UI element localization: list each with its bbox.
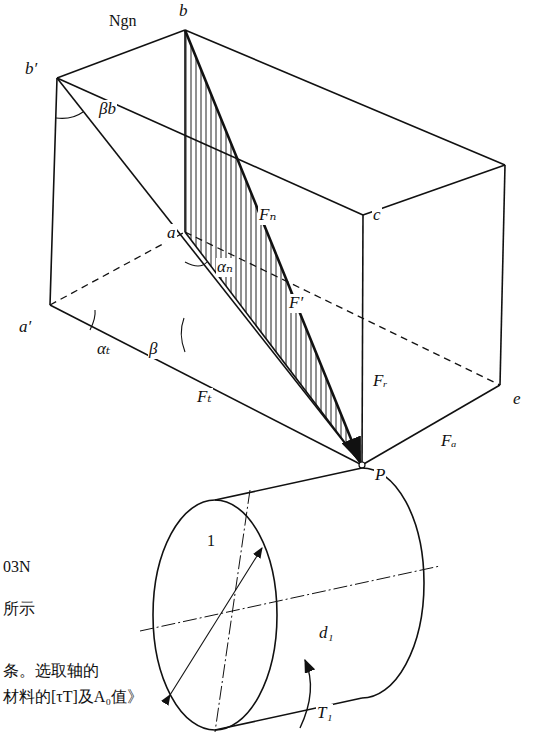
figure-label: Ngn xyxy=(108,12,138,30)
figure-label: c xyxy=(372,206,382,225)
figure-label: d₁ xyxy=(318,624,334,643)
figure-label: βb xyxy=(98,100,117,119)
figure-label: b′ xyxy=(24,60,38,79)
figure-label: αₜ xyxy=(96,340,111,359)
figure-label: 材料的[τT]及A₀值》 xyxy=(2,688,144,706)
figure-label: a xyxy=(166,224,177,243)
figure-label: F′ xyxy=(288,294,304,313)
figure-label: 所示 xyxy=(2,600,36,618)
figure-label: Fᵣ xyxy=(372,372,389,391)
figure-label: b xyxy=(178,2,189,21)
figure-label: 1 xyxy=(206,532,216,550)
figure-label: Fₙ xyxy=(258,206,277,225)
figure-label: β xyxy=(148,340,158,359)
figure-label: a′ xyxy=(18,318,32,337)
figure-label: 条。选取轴的 xyxy=(2,662,100,680)
figure-label: P xyxy=(374,466,386,485)
figure-label: αₙ xyxy=(216,258,234,277)
figure-label: 03N xyxy=(2,558,32,576)
figure-label: T₁ xyxy=(316,704,333,723)
figure-label: Fₐ xyxy=(440,432,457,451)
figure-label: Fₜ xyxy=(196,388,213,407)
figure-label: e xyxy=(512,390,522,409)
